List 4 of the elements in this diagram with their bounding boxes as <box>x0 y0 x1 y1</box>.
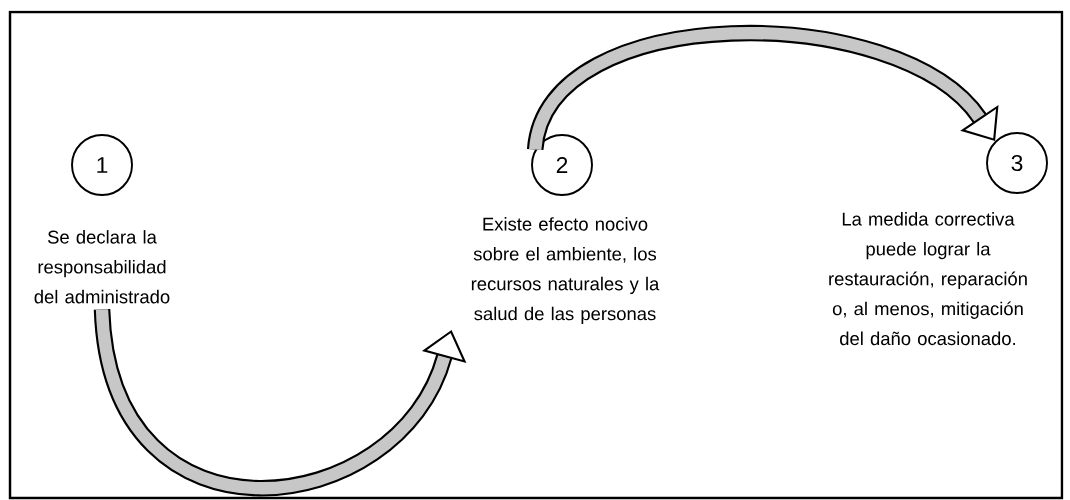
step-description: Se declara la responsabilidad del administrado <box>34 230 170 304</box>
step-description: Existe efecto nocivo sobre el ambiente, los recursos naturales y la salud de las personas <box>471 217 660 324</box>
step-description: La medida correctiva puede lograr la restauración, reparación o, al menos, mitigación del daño ocasionado. <box>829 212 1027 346</box>
block-arrow <box>527 25 999 152</box>
